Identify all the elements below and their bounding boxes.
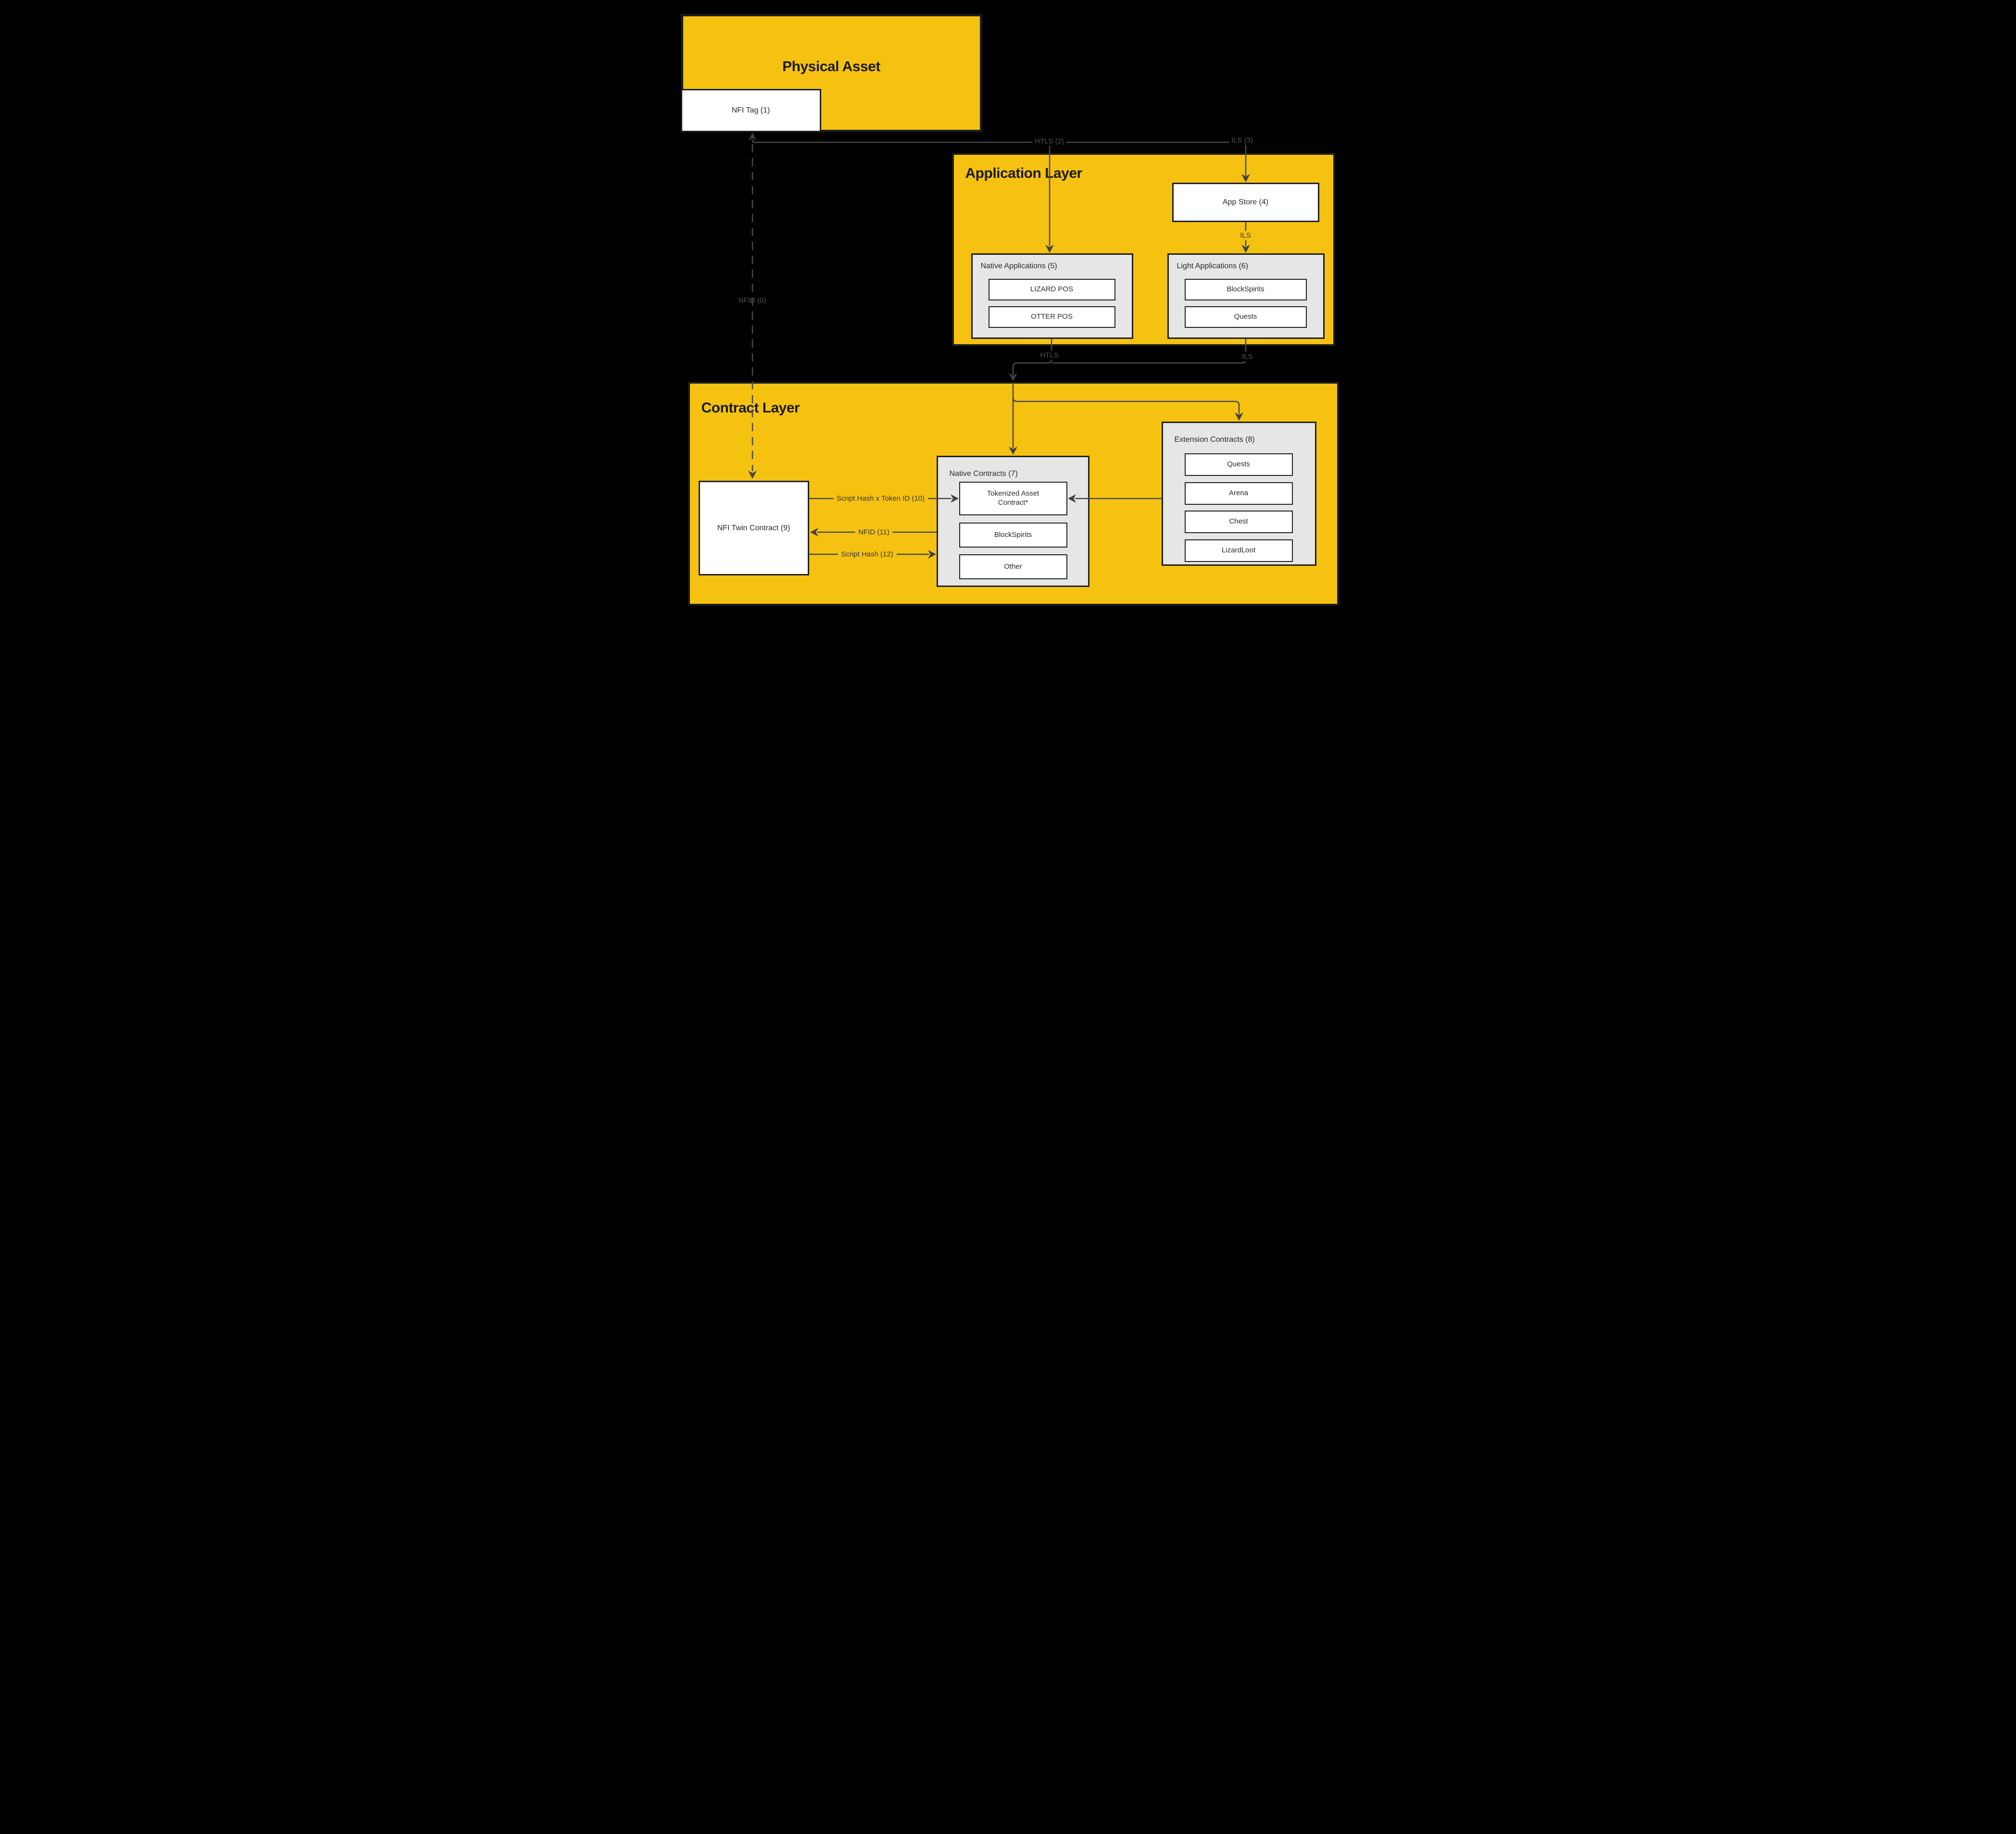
node-other-contract: Other — [959, 554, 1067, 579]
node-nfi-twin-contract: NFI Twin Contract (9) — [698, 481, 809, 575]
connector-label-nfid-11: NFID (11) — [855, 527, 893, 537]
connector-label-nfid-0: NFID (0) — [738, 296, 766, 305]
connector-label-script-hash-token-id-10: Script Hash x Token ID (10) — [833, 494, 928, 503]
arena-contract-label: Arena — [1228, 489, 1249, 498]
native-applications-title: Native Applications (5) — [980, 262, 1057, 270]
node-quests-app: Quests — [1184, 306, 1307, 328]
arrowhead-up-nfi-tag — [748, 133, 756, 140]
connector-label-script-hash-12: Script Hash (12) — [838, 549, 897, 559]
lizard-pos-label: LIZARD POS — [1030, 285, 1074, 294]
otter-pos-label: OTTER POS — [1031, 312, 1073, 321]
light-applications-title: Light Applications (6) — [1177, 262, 1249, 270]
arrowhead-down-contract-layer — [1008, 373, 1017, 381]
diagram-canvas: Physical Asset NFI Tag (1) Application L… — [672, 0, 1344, 611]
physical-asset-title: Physical Asset — [782, 59, 880, 75]
node-chest-contract: Chest — [1184, 511, 1293, 533]
node-tokenized-asset-contract: Tokenized Asset Contract* — [959, 482, 1067, 515]
connector-label-ils-app-store: ILS — [1237, 231, 1254, 240]
node-app-store: App Store (4) — [1172, 183, 1319, 222]
node-otter-pos: OTTER POS — [988, 306, 1115, 328]
connector-label-ils-3: ILS (3) — [1228, 136, 1256, 145]
blockspirits-app-label: BlockSpirits — [1227, 285, 1265, 294]
nfi-twin-contract-label: NFI Twin Contract (9) — [717, 524, 790, 532]
connector-label-htls-2: HTLS (2) — [1032, 137, 1066, 146]
quests-contract-label: Quests — [1227, 460, 1250, 469]
chest-contract-label: Chest — [1229, 517, 1248, 526]
blockspirits-contract-label: BlockSpirits — [994, 530, 1032, 539]
native-contracts-title: Native Contracts (7) — [949, 470, 1018, 478]
extension-contracts-title: Extension Contracts (8) — [1174, 436, 1255, 444]
nfi-tag-label: NFI Tag (1) — [731, 106, 770, 114]
other-contract-label: Other — [1004, 562, 1022, 571]
node-quests-contract: Quests — [1184, 453, 1293, 476]
node-lizard-pos: LIZARD POS — [988, 279, 1115, 300]
node-blockspirits-contract: BlockSpirits — [959, 523, 1067, 548]
node-lizardloot-contract: LizardLoot — [1184, 539, 1293, 562]
app-store-label: App Store (4) — [1222, 198, 1269, 206]
node-arena-contract: Arena — [1184, 482, 1293, 505]
node-blockspirits-app: BlockSpirits — [1184, 279, 1307, 300]
node-nfi-tag: NFI Tag (1) — [680, 89, 821, 132]
contract-layer-title: Contract Layer — [701, 400, 800, 416]
application-layer-title: Application Layer — [965, 165, 1083, 181]
lizardloot-contract-label: LizardLoot — [1221, 546, 1256, 555]
connector-label-ils-bottom: ILS — [1240, 352, 1255, 362]
connector-label-htls-bottom: HTLS — [1038, 350, 1061, 360]
quests-app-label: Quests — [1234, 312, 1257, 321]
tokenized-asset-contract-label: Tokenized Asset Contract* — [987, 489, 1039, 507]
